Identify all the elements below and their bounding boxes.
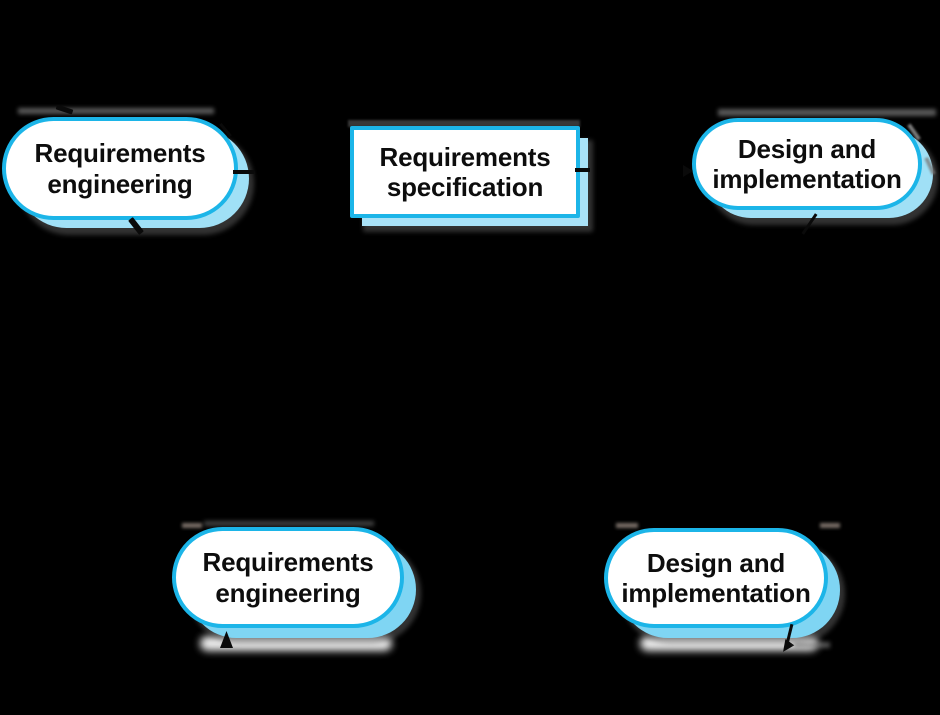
node-design-implementation-bottom: Design and implementation xyxy=(604,528,828,628)
node-label-line: Requirements xyxy=(202,547,374,578)
node-label-line: Requirements xyxy=(379,141,551,172)
arrowhead-into-di-top-icon xyxy=(683,165,693,177)
node-label-line: implementation xyxy=(621,578,811,608)
shadow-fuzz-above-di-top xyxy=(718,109,936,116)
arrow-fragment-tick-above-re-top-icon xyxy=(55,104,74,115)
node-label-line: implementation xyxy=(712,164,902,194)
node-requirements-engineering-top: Requirements engineering xyxy=(2,117,238,220)
node-label-line: engineering xyxy=(47,168,193,199)
node-label-line: engineering xyxy=(215,577,361,608)
arrow-line-spec-to-di-icon xyxy=(575,168,590,172)
node-label-line: Design and xyxy=(646,547,786,578)
shadow-fuzz-corner-di-bottom-right xyxy=(820,523,840,528)
shadow-fuzz-above-re-top xyxy=(18,108,214,114)
node-design-implementation-top: Design and implementation xyxy=(692,118,922,210)
node-label-line: specification xyxy=(386,172,544,202)
node-requirements-specification: Requirements specification xyxy=(350,126,580,218)
arrow-line-re-to-spec-icon xyxy=(233,170,254,174)
node-label-line: Requirements xyxy=(34,138,206,169)
shadow-fuzz-above-re-bottom xyxy=(204,521,374,526)
shadow-fuzz-corner-re-bottom xyxy=(182,523,202,528)
node-requirements-engineering-bottom: Requirements engineering xyxy=(172,527,404,628)
white-glow-under-re-bottom xyxy=(200,636,392,651)
white-glow-under-di-bottom xyxy=(640,636,818,651)
shadow-smudge-di-bottom-icon xyxy=(794,642,830,648)
node-label-line: Design and xyxy=(737,133,877,164)
shadow-fuzz-corner-di-bottom-left xyxy=(616,523,638,528)
arrow-curve-di-top-bottom-icon xyxy=(801,213,818,235)
shadow-fragment-di-top-right-lower-icon xyxy=(924,156,936,176)
